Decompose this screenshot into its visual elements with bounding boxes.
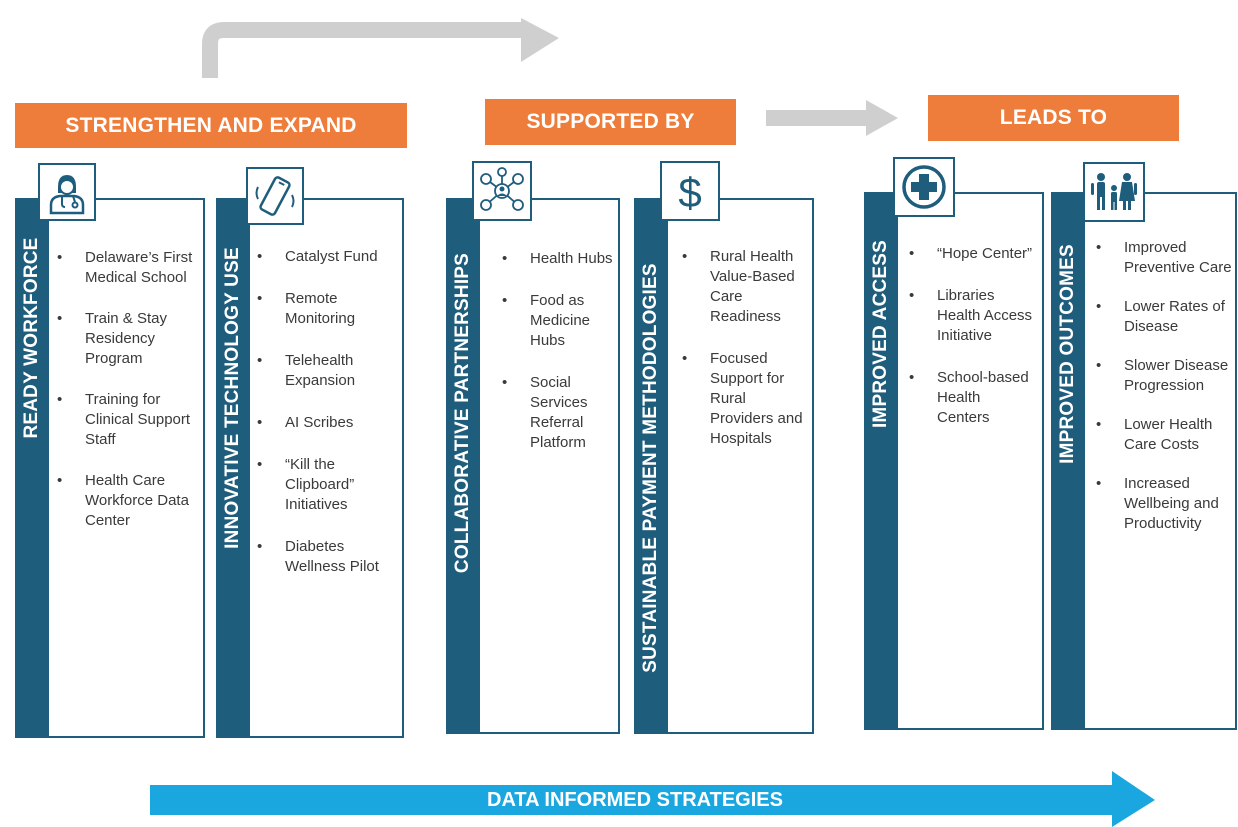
improved-outcomes-column: IMPROVED OUTCOMES Improved Preventive Ca… <box>1051 192 1237 730</box>
list-item: “Hope Center” <box>909 244 1037 264</box>
straight-arrow <box>766 100 898 136</box>
medical-cross-icon <box>902 165 946 209</box>
medical-cross-icon-box <box>893 157 955 217</box>
column-title: READY WORKFORCE <box>21 237 42 439</box>
column-title: IMPROVED ACCESS <box>870 239 891 429</box>
list-item: Increased Wellbeing and Productivity <box>1096 474 1236 534</box>
list-item: Delaware’s First Medical School <box>57 248 205 288</box>
column-panel: Health Hubs Food as Medicine Hubs Social… <box>480 198 620 734</box>
list-item: Diabetes Wellness Pilot <box>257 537 405 577</box>
list-item: Remote Monitoring <box>257 289 405 329</box>
dollar-icon: $ <box>678 169 701 215</box>
column-panel: Delaware’s First Medical School Train & … <box>49 198 205 738</box>
list-item: Telehealth Expansion <box>257 351 405 391</box>
column-title: IMPROVED OUTCOMES <box>1057 244 1078 464</box>
list-item: Lower Health Care Costs <box>1096 415 1236 455</box>
leads-to-banner: LEADS TO <box>928 95 1179 141</box>
column-sidebar: IMPROVED OUTCOMES <box>1051 192 1085 730</box>
dollar-icon-box: $ <box>660 161 720 221</box>
column-title: COLLABORATIVE PARTNERSHIPS <box>452 252 473 574</box>
column-sidebar: IMPROVED ACCESS <box>864 192 898 730</box>
column-panel: “Hope Center” Libraries Health Access In… <box>898 192 1044 730</box>
column-panel: Catalyst Fund Remote Monitoring Teleheal… <box>250 198 404 738</box>
list-item: AI Scribes <box>257 413 405 433</box>
sustainable-payment-column: SUSTAINABLE PAYMENT METHODOLOGIES Rural … <box>634 198 814 734</box>
column-panel: Improved Preventive Care Lower Rates of … <box>1085 192 1237 730</box>
list-item: Food as Medicine Hubs <box>502 291 620 351</box>
column-sidebar: READY WORKFORCE <box>15 198 49 738</box>
list-item: Catalyst Fund <box>257 247 405 267</box>
item-list: Rural Health Value-Based Care Readiness … <box>682 247 810 449</box>
list-item: School-based Health Centers <box>909 368 1037 428</box>
list-item: Health Care Workforce Data Center <box>57 471 205 531</box>
svg-text:$: $ <box>678 169 701 215</box>
doctor-icon-box <box>38 163 96 221</box>
item-list: Improved Preventive Care Lower Rates of … <box>1096 238 1236 534</box>
network-icon <box>480 167 524 211</box>
list-item: Focused Support for Rural Providers and … <box>682 349 810 449</box>
column-sidebar: INNOVATIVE TECHNOLOGY USE <box>216 198 250 738</box>
ready-workforce-column: READY WORKFORCE Delaware’s First Medical… <box>15 198 205 738</box>
column-panel: Rural Health Value-Based Care Readiness … <box>668 198 814 734</box>
column-sidebar: COLLABORATIVE PARTNERSHIPS <box>446 198 480 734</box>
family-icon-box <box>1083 162 1145 222</box>
family-icon <box>1091 173 1137 210</box>
list-item: Social Services Referral Platform <box>502 373 620 453</box>
column-title: INNOVATIVE TECHNOLOGY USE <box>222 247 243 549</box>
phone-icon-box <box>246 167 304 225</box>
network-icon-box <box>472 161 532 221</box>
doctor-icon <box>49 175 85 215</box>
list-item: “Kill the Clipboard” Initiatives <box>257 455 405 515</box>
data-informed-arrow <box>150 771 1155 827</box>
item-list: Catalyst Fund Remote Monitoring Teleheal… <box>257 247 405 577</box>
phone-icon <box>255 176 295 216</box>
strengthen-expand-banner: STRENGTHEN AND EXPAND <box>15 103 407 148</box>
collaborative-partnerships-column: COLLABORATIVE PARTNERSHIPS Health Hubs F… <box>446 198 620 734</box>
list-item: Health Hubs <box>502 249 620 269</box>
list-item: Slower Disease Progression <box>1096 356 1236 396</box>
data-informed-label: DATA INFORMED STRATEGIES <box>487 789 783 811</box>
list-item: Rural Health Value-Based Care Readiness <box>682 247 810 327</box>
column-title: SUSTAINABLE PAYMENT METHODOLOGIES <box>640 263 661 673</box>
item-list: “Hope Center” Libraries Health Access In… <box>909 244 1037 428</box>
list-item: Lower Rates of Disease <box>1096 297 1236 337</box>
list-item: Libraries Health Access Initiative <box>909 286 1037 346</box>
column-sidebar: SUSTAINABLE PAYMENT METHODOLOGIES <box>634 198 668 734</box>
innovative-technology-column: INNOVATIVE TECHNOLOGY USE Catalyst Fund … <box>216 198 404 738</box>
improved-access-column: IMPROVED ACCESS “Hope Center” Libraries … <box>864 192 1044 730</box>
list-item: Improved Preventive Care <box>1096 238 1236 278</box>
item-list: Health Hubs Food as Medicine Hubs Social… <box>502 249 620 453</box>
list-item: Training for Clinical Support Staff <box>57 390 205 450</box>
item-list: Delaware’s First Medical School Train & … <box>57 248 205 531</box>
curved-arrow <box>202 18 559 78</box>
list-item: Train & Stay Residency Program <box>57 309 205 369</box>
supported-by-banner: SUPPORTED BY <box>485 99 736 145</box>
